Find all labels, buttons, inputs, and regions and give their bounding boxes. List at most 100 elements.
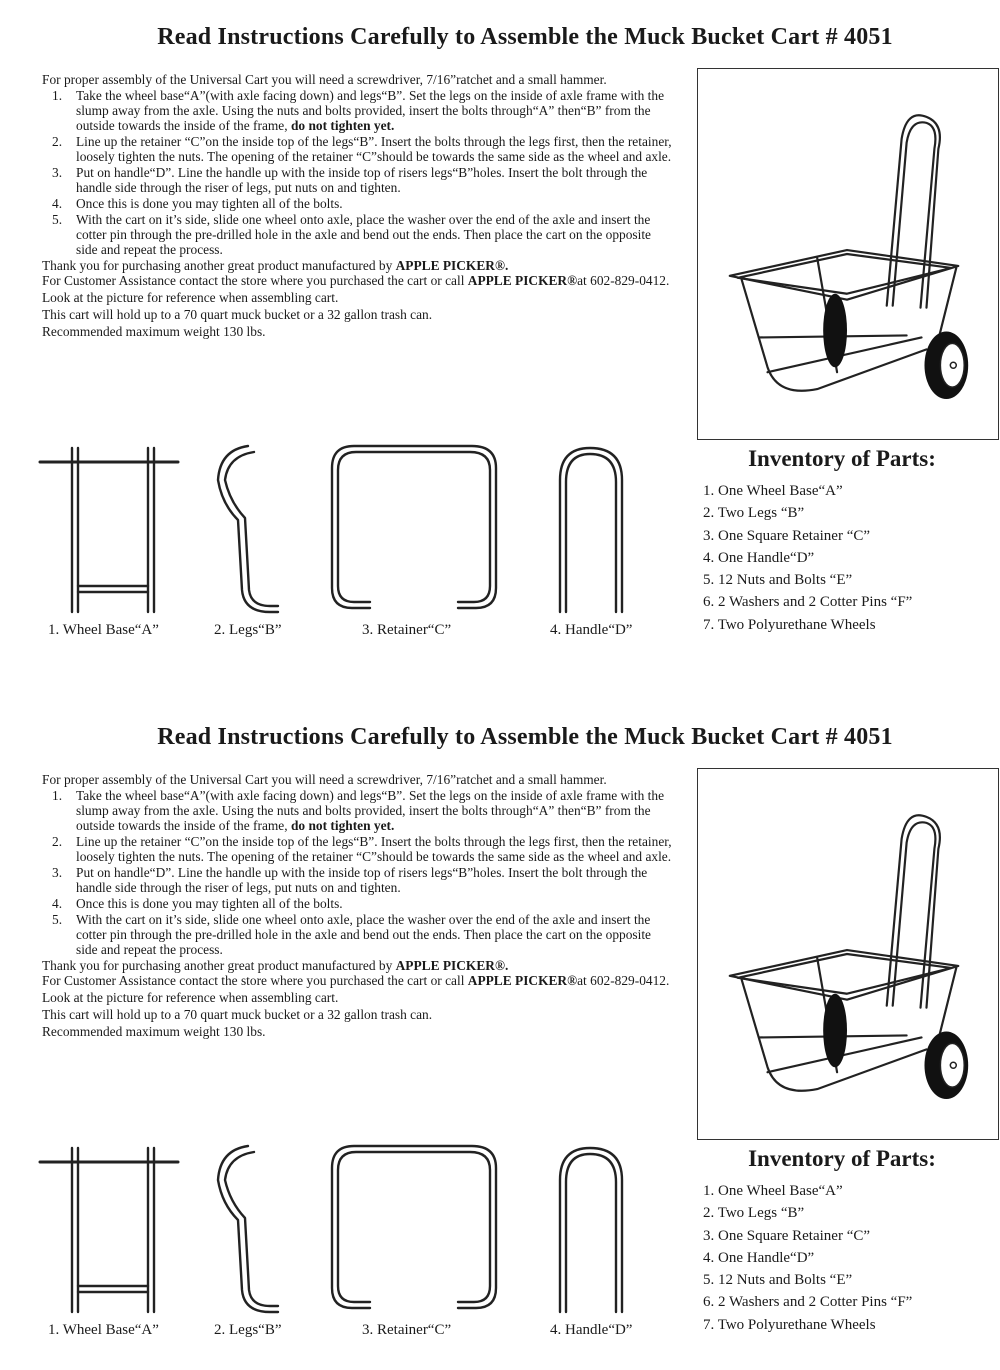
step-item: 5. With the cart on it’s side, slide one … — [42, 912, 672, 957]
part-label-legs: 2. Legs“B” — [214, 622, 282, 638]
wheel-base-diagram — [38, 1146, 180, 1314]
part-label-wheel-base: 1. Wheel Base“A” — [48, 622, 159, 638]
step-text: Put on handle“D”. Line the handle up wit… — [76, 865, 648, 895]
step-number: 3. — [52, 165, 63, 180]
inventory-item: 1. One Wheel Base“A” — [703, 483, 843, 499]
brand-name: APPLE PICKER® — [467, 273, 578, 288]
inventory-item: 6. 2 Washers and 2 Cotter Pins “F” — [703, 594, 913, 611]
step-bold-text: do not tighten yet. — [290, 118, 395, 133]
step-number: 1. — [52, 788, 63, 803]
thanks-text: Thank you for purchasing another great p… — [42, 258, 393, 273]
step-item: 4. Once this is done you may tighten all … — [42, 196, 672, 211]
part-label-wheel-base: 1. Wheel Base“A” — [48, 1322, 159, 1338]
part-label-handle: 4. Handle“D” — [550, 1322, 633, 1338]
note-capacity: This cart will hold up to a 70 quart muc… — [42, 1007, 433, 1022]
instructions-block: For proper assembly of the Universal Car… — [42, 772, 672, 1039]
note-weight: Recommended maximum weight 130 lbs. — [42, 324, 266, 339]
step-text: With the cart on it’s side, slide one wh… — [76, 912, 651, 957]
phone-number: at 602-829-0412. — [577, 973, 670, 988]
step-number: 2. — [52, 134, 63, 149]
step-item: 2. Line up the retainer “C”on the inside … — [42, 834, 672, 864]
step-text: With the cart on it’s side, slide one wh… — [76, 212, 651, 257]
step-item: 3. Put on handle“D”. Line the handle up w… — [42, 165, 672, 195]
inventory-item: 5. 12 Nuts and Bolts “E” — [703, 1272, 853, 1289]
step-number: 5. — [52, 912, 63, 927]
thanks-text: Thank you for purchasing another great p… — [42, 958, 393, 973]
intro-text: For proper assembly of the Universal Car… — [42, 772, 607, 787]
step-text: Line up the retainer “C”on the inside to… — [76, 134, 672, 164]
thanks-line: Thank you for purchasing another great p… — [42, 958, 672, 973]
legs-diagram — [216, 1144, 280, 1314]
handle-diagram — [558, 446, 624, 614]
step-item: 1. Take the wheel base“A”(with axle facin… — [42, 88, 672, 133]
wheel-base-diagram — [38, 446, 180, 614]
part-label-handle: 4. Handle“D” — [550, 622, 633, 638]
step-text: Once this is done you may tighten all of… — [76, 196, 343, 211]
inventory-title: Inventory of Parts: — [748, 1146, 936, 1171]
instructions-block: For proper assembly of the Universal Car… — [42, 72, 672, 339]
note-weight: Recommended maximum weight 130 lbs. — [42, 1024, 266, 1039]
step-item: 1. Take the wheel base“A”(with axle facin… — [42, 788, 672, 833]
cart-drawing — [728, 814, 969, 1100]
inventory-item: 2. Two Legs “B” — [703, 1205, 805, 1222]
thanks-line: Thank you for purchasing another great p… — [42, 258, 672, 273]
part-label-legs: 2. Legs“B” — [214, 1322, 282, 1338]
step-number: 2. — [52, 834, 63, 849]
cart-drawing — [728, 114, 969, 400]
inventory-item: 6. 2 Washers and 2 Cotter Pins “F” — [703, 1294, 913, 1311]
inventory-item: 7. Two Polyurethane Wheels — [703, 1316, 876, 1333]
steps-list: 1. Take the wheel base“A”(with axle facin… — [42, 788, 672, 957]
assistance-line: For Customer Assistance contact the stor… — [42, 273, 672, 288]
step-text: Take the wheel base“A”(with axle facing … — [76, 788, 665, 833]
step-text: Once this is done you may tighten all of… — [76, 896, 343, 911]
step-number: 1. — [52, 88, 63, 103]
step-number: 4. — [52, 196, 63, 211]
sheet-title: Read Instructions Carefully to Assemble … — [157, 24, 893, 50]
part-label-retainer: 3. Retainer“C” — [362, 622, 452, 638]
step-item: 4. Once this is done you may tighten all … — [42, 896, 672, 911]
step-text: Line up the retainer “C”on the inside to… — [76, 834, 672, 864]
handle-diagram — [558, 1146, 624, 1314]
parts-diagrams — [38, 444, 624, 614]
step-bold-text: do not tighten yet. — [290, 818, 395, 833]
step-item: 2. Line up the retainer “C”on the inside … — [42, 134, 672, 164]
inventory-list: 1. One Wheel Base“A” 2. Two Legs “B” 3. … — [703, 480, 912, 636]
step-number: 4. — [52, 896, 63, 911]
legs-diagram — [216, 444, 280, 614]
assistance-line: For Customer Assistance contact the stor… — [42, 973, 672, 988]
note-capacity: This cart will hold up to a 70 quart muc… — [42, 307, 433, 322]
step-text: Take the wheel base“A”(with axle facing … — [76, 88, 665, 133]
inventory-item: 2. Two Legs “B” — [703, 505, 805, 522]
brand-name: APPLE PICKER®. — [395, 258, 509, 273]
wheel-back — [823, 293, 848, 368]
inventory-item: 4. One Handle“D” — [703, 1249, 815, 1266]
assistance-text: For Customer Assistance contact the stor… — [42, 973, 465, 988]
inventory-title: Inventory of Parts: — [748, 446, 936, 471]
steps-list: 1. Take the wheel base“A”(with axle facin… — [42, 88, 672, 257]
wheel-back — [823, 993, 848, 1068]
instruction-sheet-bottom: Read Instructions Carefully to Assemble … — [0, 700, 1000, 1370]
cart-illustration — [697, 68, 999, 440]
step-text: Put on handle“D”. Line the handle up wit… — [76, 165, 648, 195]
inventory-item: 1. One Wheel Base“A” — [703, 1183, 843, 1199]
brand-name: APPLE PICKER®. — [395, 958, 509, 973]
retainer-diagram — [330, 1144, 498, 1310]
inventory-item: 3. One Square Retainer “C” — [703, 527, 871, 544]
assistance-text: For Customer Assistance contact the stor… — [42, 273, 465, 288]
retainer-diagram — [330, 444, 498, 610]
inventory-list: 1. One Wheel Base“A” 2. Two Legs “B” 3. … — [703, 1180, 912, 1336]
part-label-retainer: 3. Retainer“C” — [362, 1322, 452, 1338]
inventory-item: 7. Two Polyurethane Wheels — [703, 616, 876, 633]
step-number: 3. — [52, 865, 63, 880]
sheet-title: Read Instructions Carefully to Assemble … — [157, 724, 893, 750]
step-item: 3. Put on handle“D”. Line the handle up w… — [42, 865, 672, 895]
cart-illustration — [697, 768, 999, 1140]
instruction-sheet-top: Read Instructions Carefully to Assemble … — [38, 24, 999, 638]
inventory-item: 4. One Handle“D” — [703, 549, 815, 566]
note-picture: Look at the picture for reference when a… — [42, 990, 339, 1005]
intro-text: For proper assembly of the Universal Car… — [42, 72, 607, 87]
inventory-item: 5. 12 Nuts and Bolts “E” — [703, 572, 853, 589]
phone-number: at 602-829-0412. — [577, 273, 670, 288]
inventory-item: 3. One Square Retainer “C” — [703, 1227, 871, 1244]
note-picture: Look at the picture for reference when a… — [42, 290, 339, 305]
